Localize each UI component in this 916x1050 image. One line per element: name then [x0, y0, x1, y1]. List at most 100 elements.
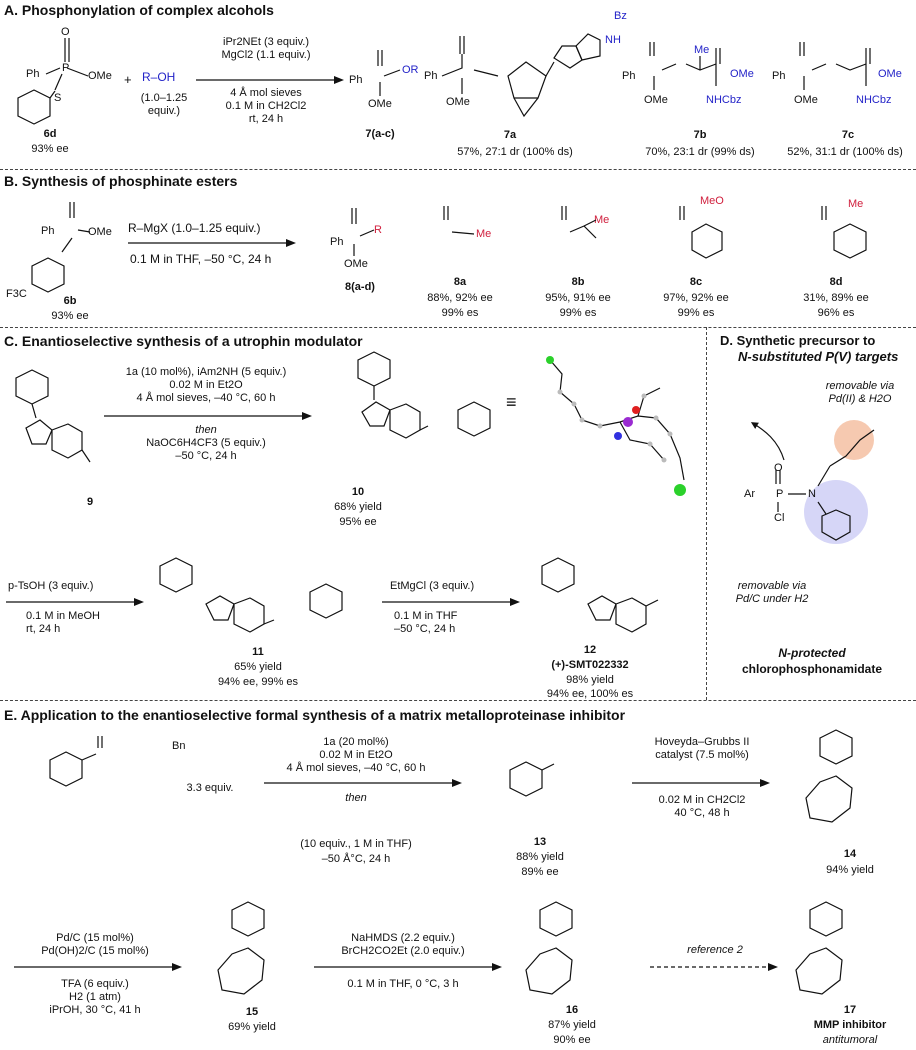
ee-13: 89% ee: [521, 866, 559, 878]
7c-atom-ph: Ph: [772, 70, 786, 82]
note-bottom-2: Pd/C under H2: [735, 593, 809, 605]
cond-e4-2: 0.1 M in THF, 0 °C, 3 h: [347, 978, 459, 990]
yield-14: 94% yield: [826, 864, 874, 876]
cond-c1-5: –50 °C, 24 h: [175, 450, 237, 462]
label-10: 10: [351, 486, 365, 498]
name-d-1: N-protected: [778, 646, 846, 660]
cond-e1-4: (10 equiv., 1 M in THF): [300, 838, 412, 850]
cond-e3-0: Pd/C (15 mol%): [56, 932, 134, 944]
cond-e3-3: H2 (1 atm): [69, 991, 121, 1003]
ee-6d: 93% ee: [31, 143, 69, 155]
7a-atom-bz: Bz: [614, 10, 627, 22]
structure-11: [159, 557, 343, 633]
cond-e1-5: –50 Å°C, 24 h: [321, 853, 391, 865]
8c-meo: MeO: [700, 195, 724, 207]
cond-e3-1: Pd(OH)2/C (15 mol%): [41, 945, 149, 957]
label-12: 12: [583, 644, 597, 656]
arrow-e4: [314, 963, 502, 971]
arrow-e3: [14, 963, 182, 971]
cond-c3-2: –50 °C, 24 h: [394, 623, 456, 635]
structures-8a-8d: [443, 206, 867, 259]
8-atom-r: R: [374, 224, 382, 236]
result-7b: 70%, 23:1 dr (99% ds): [645, 146, 755, 158]
conditions-e2-top: Hoveyda–Grubbs II catalyst (7.5 mol%): [636, 736, 768, 762]
arrow-b: [128, 239, 296, 247]
arrow-a: [196, 76, 344, 84]
arrow-c1: [104, 412, 312, 420]
plus-sign: +: [124, 72, 132, 87]
result-8c-2: 99% es: [677, 307, 715, 319]
alcohol-equiv: (1.0–1.25 equiv.): [124, 92, 204, 118]
conditions-a-top: iPr2NEt (3 equiv.) MgCl2 (1.1 equiv.): [196, 36, 336, 62]
cond-e1-1: 0.02 M in Et2O: [319, 749, 393, 761]
cond-e1-3: then: [345, 792, 367, 804]
label-7b: 7b: [693, 129, 707, 141]
note-bottom-1: removable via: [737, 580, 807, 592]
yield-13: 88% yield: [516, 851, 564, 863]
cond-a-4: rt, 24 h: [248, 113, 284, 125]
7a-atom-ome: OMe: [446, 96, 470, 108]
structures-13-14: [509, 729, 853, 823]
conditions-c1-top: 1a (10 mol%), iAm2NH (5 equiv.) 0.02 M i…: [108, 366, 304, 405]
cond-e2-3: 40 °C, 48 h: [674, 807, 730, 819]
xray-cf3-group: [674, 484, 686, 496]
6d-atom-o: O: [61, 26, 70, 38]
section-a-title: A. Phosphonylation of complex alcohols: [4, 2, 274, 18]
ee-6b: 93% ee: [51, 310, 89, 322]
note-top: removable via Pd(II) & H2O: [810, 380, 910, 406]
note-top-1: removable via: [825, 380, 895, 392]
cond-a-0: iPr2NEt (3 equiv.): [223, 36, 309, 48]
7b-atom-ph: Ph: [622, 70, 636, 82]
cond-e1-0: 1a (20 mol%): [323, 736, 389, 748]
result-8a-1: 88%, 92% ee: [427, 292, 493, 304]
label-15: 15: [245, 1006, 259, 1018]
xray-crystal-structure: [546, 356, 686, 496]
divider-c-d: [706, 327, 707, 700]
name-12: (+)-SMT022332: [551, 659, 629, 671]
arrow-c2: [6, 598, 144, 606]
structure-7a: [441, 33, 601, 118]
cond-c1-3: then: [195, 424, 217, 436]
result-8c-1: 97%, 92% ee: [663, 292, 729, 304]
label-7abc: 7(a-c): [365, 128, 395, 140]
conditions-e1-top: 1a (20 mol%) 0.02 M in Et2O 4 Å mol siev…: [266, 736, 446, 775]
conditions-c3-top: EtMgCl (3 equiv.): [390, 580, 474, 593]
cond-a-2: 4 Å mol sieves: [230, 87, 302, 99]
label-13: 13: [533, 836, 547, 848]
result-8a-2: 99% es: [441, 307, 479, 319]
arrow-e2: [632, 779, 770, 787]
yield-15: 69% yield: [228, 1021, 276, 1033]
note-bottom: removable via Pd/C under H2: [722, 580, 822, 606]
6b-atom-ph: Ph: [41, 225, 55, 237]
cond-c2-2: rt, 24 h: [26, 623, 61, 635]
7-atom-or: OR: [402, 64, 419, 76]
cond-e1-2: 4 Å mol sieves, –40 °C, 60 h: [286, 762, 426, 774]
label-6b: 6b: [63, 295, 77, 307]
label-11: 11: [252, 646, 264, 658]
step5-reference: reference 2: [687, 944, 743, 956]
yield-12: 98% yield: [566, 674, 614, 686]
label-8b: 8b: [571, 276, 585, 288]
arrow-c3: [382, 598, 520, 606]
7c-atom-nhcbz: NHCbz: [856, 94, 892, 106]
conditions-c1-bottom: then NaOC6H4CF3 (5 equiv.) –50 °C, 24 h: [108, 424, 304, 463]
cond-e2-2: 0.02 M in CH2Cl2: [658, 794, 746, 806]
cond-e2-0: Hoveyda–Grubbs II: [654, 736, 750, 748]
conditions-b: 0.1 M in THF, –50 °C, 24 h: [130, 252, 272, 266]
d-atom-p: P: [776, 488, 784, 500]
benzyl-highlight: [804, 480, 868, 544]
reagent-b-text: R–MgX (1.0–1.25 equiv.): [128, 221, 261, 235]
cond-e4-0: NaHMDS (2.2 equiv.): [351, 932, 455, 944]
yield-11: 65% yield: [234, 661, 282, 673]
arrow-e1: [264, 779, 462, 787]
ee-16: 90% ee: [553, 1034, 591, 1046]
label-6d: 6d: [43, 128, 57, 140]
7a-atom-nh: NH: [605, 34, 621, 46]
yield-16: 87% yield: [548, 1019, 596, 1031]
7b-atom-me: Me: [694, 44, 710, 56]
7b-atom-ome2: OMe: [730, 68, 754, 80]
d-atom-o: O: [774, 462, 783, 474]
equiv-sign: ≡: [506, 392, 517, 412]
xray-oxygen-atom: [632, 406, 640, 414]
cond-c3-0: EtMgCl (3 equiv.): [390, 580, 475, 592]
